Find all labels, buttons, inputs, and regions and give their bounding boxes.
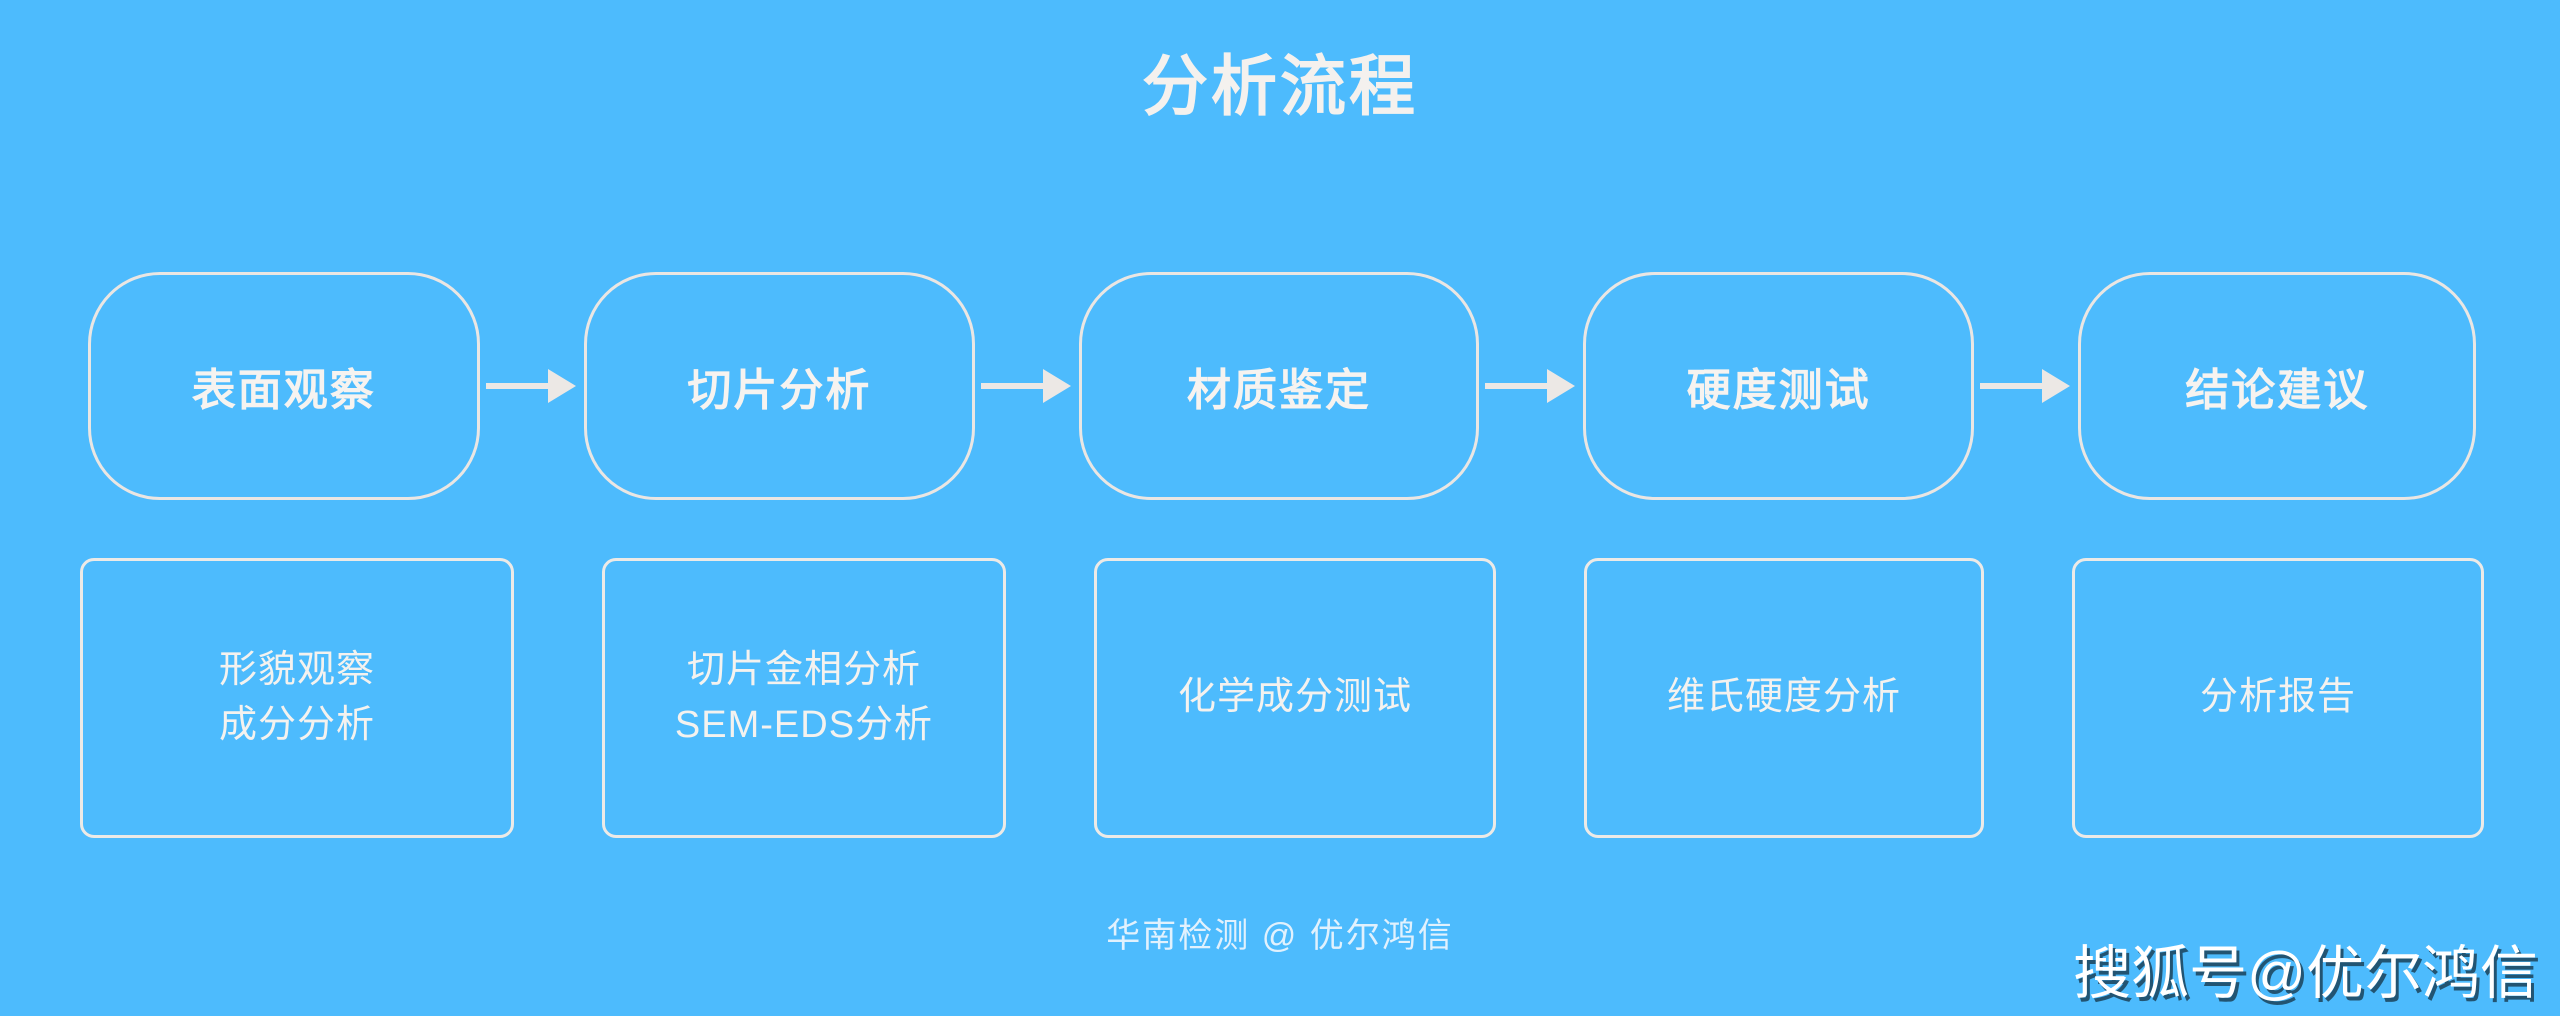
flow-stage-conclusion-recommendation[interactable]: 结论建议 bbox=[2078, 272, 2477, 500]
flow-stage-material-identification[interactable]: 材质鉴定 bbox=[1079, 272, 1479, 500]
detail-card-line-1: 分析报告 bbox=[2199, 676, 2356, 719]
footer-credit: 华南检测 @ 优尔鸿信 bbox=[1106, 917, 1454, 955]
arrow-head bbox=[1546, 369, 1575, 403]
detail-card-line-1: 形貌观察 bbox=[218, 648, 375, 691]
flow-stage-label: 表面观察 bbox=[191, 366, 376, 415]
detail-card-line-1: 切片金相分析 bbox=[686, 648, 921, 691]
detail-card-analysis-report[interactable]: 分析报告 bbox=[2072, 558, 2484, 838]
arrow-shaft bbox=[1980, 383, 2049, 389]
flow-stage-surface-observation[interactable]: 表面观察 bbox=[88, 272, 480, 500]
flow-stage-label: 切片分析 bbox=[687, 366, 872, 415]
detail-card-text: 形貌观察 成分分析 bbox=[219, 643, 375, 753]
process-flow-row: 表面观察 切片分析 材质鉴定 硬度测试 结论建议 bbox=[88, 272, 2477, 500]
flow-stage-hardness-test[interactable]: 硬度测试 bbox=[1582, 272, 1975, 500]
detail-cards-row: 形貌观察 成分分析 切片金相分析 SEM-EDS分析 化学成分测试 维氏硬度分析… bbox=[80, 558, 2484, 838]
watermark-sohu-account: 搜狐号@优尔鸿信 bbox=[2073, 941, 2538, 1006]
arrow-right-icon bbox=[480, 369, 584, 403]
arrow-shaft bbox=[485, 383, 554, 389]
detail-card-line-2: 成分分析 bbox=[218, 704, 375, 746]
flow-stage-label: 材质鉴定 bbox=[1187, 366, 1372, 415]
arrow-right-icon bbox=[975, 369, 1079, 403]
flow-stage-section-analysis[interactable]: 切片分析 bbox=[583, 272, 976, 500]
detail-card-text: 化学成分测试 bbox=[1178, 670, 1412, 725]
detail-card-vickers-hardness[interactable]: 维氏硬度分析 bbox=[1584, 558, 1984, 838]
detail-card-line-2: SEM-EDS分析 bbox=[674, 704, 934, 746]
detail-card-text: 分析报告 bbox=[2200, 670, 2356, 725]
detail-card-chemical-composition[interactable]: 化学成分测试 bbox=[1094, 558, 1496, 838]
detail-card-line-1: 维氏硬度分析 bbox=[1666, 676, 1901, 719]
page-title: 分析流程 bbox=[1142, 49, 1418, 123]
detail-card-line-1: 化学成分测试 bbox=[1177, 676, 1412, 719]
flow-stage-label: 结论建议 bbox=[2185, 366, 2370, 415]
arrow-head bbox=[1043, 369, 1072, 403]
flow-stage-label: 硬度测试 bbox=[1686, 366, 1871, 415]
arrow-right-icon bbox=[1974, 369, 2078, 403]
arrow-head bbox=[2042, 369, 2071, 403]
arrow-head bbox=[547, 369, 576, 403]
arrow-shaft bbox=[981, 383, 1050, 389]
arrow-right-icon bbox=[1479, 369, 1583, 403]
detail-card-surface-observation[interactable]: 形貌观察 成分分析 bbox=[80, 558, 514, 838]
arrow-shaft bbox=[1484, 383, 1553, 389]
detail-card-text: 维氏硬度分析 bbox=[1667, 670, 1901, 725]
detail-card-section-analysis[interactable]: 切片金相分析 SEM-EDS分析 bbox=[602, 558, 1006, 838]
detail-card-text: 切片金相分析 SEM-EDS分析 bbox=[675, 643, 933, 753]
